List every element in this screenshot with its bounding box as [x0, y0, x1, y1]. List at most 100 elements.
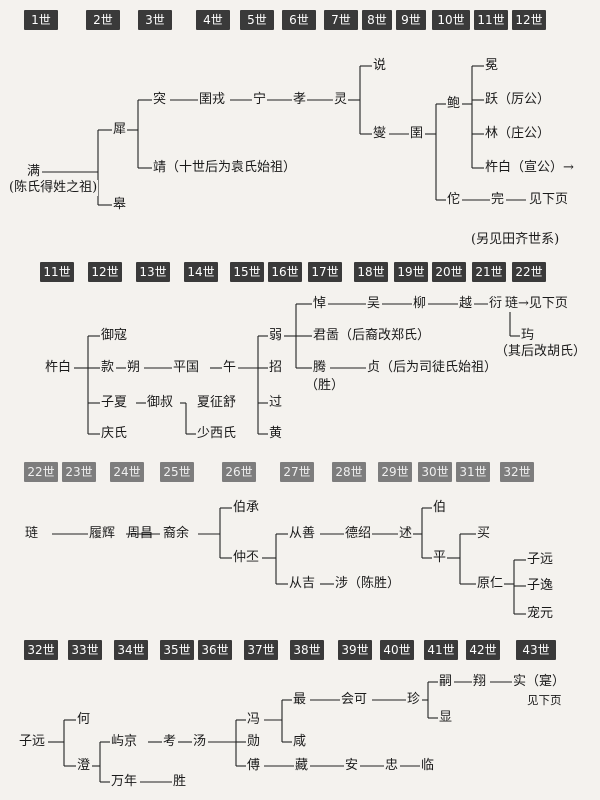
- person-zhongpi: 仲丕: [232, 550, 261, 566]
- person-hui: 琏: [24, 526, 40, 542]
- generation-label: 4世: [196, 10, 230, 30]
- generation-label: 9世: [396, 10, 426, 30]
- person-hui-see-next: 琏→见下页: [504, 296, 569, 312]
- generation-label: 17世: [308, 262, 342, 282]
- generation-label: 27世: [280, 462, 314, 482]
- person-kao: 考: [162, 734, 178, 750]
- generation-label: 22世: [24, 462, 58, 482]
- person-feng: 冯: [246, 712, 262, 728]
- person-xiang: 翔: [472, 674, 488, 690]
- person-qingshi: 庆氏: [100, 426, 129, 442]
- generation-label: 15世: [230, 262, 264, 282]
- person-wan: 完: [490, 192, 506, 208]
- person-lin: 林（庄公）: [484, 126, 552, 142]
- person-zhao: 招: [268, 360, 284, 376]
- person-chubai: 杵白: [44, 360, 73, 376]
- person-man: 满: [26, 164, 42, 180]
- person-xiazhengshu: 夏征舒: [196, 395, 238, 411]
- generation-label: 43世: [516, 640, 556, 660]
- person-ruo: 弱: [268, 328, 284, 344]
- person-zui: 最: [292, 692, 308, 708]
- person-xian: 咸: [292, 734, 308, 750]
- generation-label: 39世: [338, 640, 372, 660]
- see-next-page: 见下页: [528, 192, 570, 208]
- person-yurong: 圉戎: [198, 92, 227, 108]
- generation-label: 5世: [240, 10, 274, 30]
- person-fu: 傅: [246, 758, 262, 774]
- see-next-page: 见下页: [526, 692, 563, 708]
- generation-label: 42世: [466, 640, 500, 660]
- person-zhen: 珍: [406, 692, 422, 708]
- person-congji: 从吉: [288, 576, 317, 592]
- person-bao: 鲍: [446, 96, 462, 112]
- person-si: 嗣: [438, 674, 454, 690]
- generation-label: 41世: [424, 640, 458, 660]
- generation-label: 32世: [500, 462, 534, 482]
- generation-label: 31世: [456, 462, 490, 482]
- person-junbo: 君啚（后裔改郑氏）: [312, 328, 432, 344]
- person-huike: 会可: [340, 692, 369, 708]
- person-gao: 皋: [112, 197, 128, 213]
- generation-label: 29世: [378, 462, 412, 482]
- generation-label: 12世: [88, 262, 122, 282]
- generation-label: 8世: [362, 10, 392, 30]
- person-note: （其后改胡氏）: [494, 344, 588, 360]
- generation-label: 18世: [354, 262, 388, 282]
- person-yukou: 御寇: [100, 328, 129, 344]
- person-congshan: 从善: [288, 526, 317, 542]
- person-jing: 靖（十世后为袁氏始祖）: [152, 160, 298, 176]
- generation-label: 11世: [40, 262, 74, 282]
- generation-label: 1世: [24, 10, 58, 30]
- generation-label: 7世: [324, 10, 358, 30]
- person-zixia: 子夏: [100, 395, 129, 411]
- person-shuo: 朔: [126, 360, 142, 376]
- generation-label: 36世: [198, 640, 232, 660]
- person-xun: 勋: [246, 734, 262, 750]
- generation-label: 13世: [136, 262, 170, 282]
- generation-label: 21世: [472, 262, 506, 282]
- person-cheng: 澄: [76, 758, 92, 774]
- person-yue: 跃（厉公）: [484, 92, 552, 108]
- person-tang: 汤: [192, 734, 208, 750]
- generation-label: 23世: [62, 462, 96, 482]
- person-zhouchang: 周昌: [127, 526, 154, 541]
- person-kuan: 款: [100, 360, 116, 376]
- generation-label: 14世: [184, 262, 218, 282]
- person-note: （胜）: [304, 378, 346, 394]
- person-wu2: 吴: [366, 296, 382, 312]
- person-zhong: 忠: [384, 758, 400, 774]
- generation-label: 3世: [138, 10, 172, 30]
- person-guo: 过: [268, 395, 284, 411]
- generation-label: 37世: [244, 640, 278, 660]
- person-chubai: 杵白（宣公）→: [484, 160, 575, 176]
- generation-label: 33世: [68, 640, 102, 660]
- person-ziyuan: 子远: [18, 734, 47, 750]
- person-xian2: 显: [438, 710, 454, 726]
- generation-label: 16世: [268, 262, 302, 282]
- generation-label: 24世: [110, 462, 144, 482]
- generation-label: 19世: [394, 262, 428, 282]
- generation-label: 34世: [114, 640, 148, 660]
- generation-label: 26世: [222, 462, 256, 482]
- person-yujing: 屿京: [110, 734, 139, 750]
- person-zhuo: 悼: [312, 296, 328, 312]
- person-ping: 平: [432, 550, 448, 566]
- person-yan: 衍: [488, 296, 504, 312]
- person-deshao: 德绍: [344, 526, 373, 542]
- person-shaoxishi: 少西氏: [196, 426, 238, 442]
- person-she: 涉（陈胜）: [334, 576, 402, 592]
- generation-label: 30世: [418, 462, 452, 482]
- person-xie: 燮: [372, 126, 388, 142]
- person-shu: 述: [398, 526, 414, 542]
- generation-label: 40世: [380, 640, 414, 660]
- person-note: (陈氏得姓之祖): [8, 180, 99, 196]
- person-yue: 越: [458, 296, 474, 312]
- generation-label: 20世: [432, 262, 466, 282]
- person-bo: 伯: [432, 500, 448, 516]
- generation-label: 10世: [432, 10, 470, 30]
- person-chongyuan: 宠元: [526, 606, 555, 622]
- person-jun: 玙: [520, 328, 536, 344]
- person-he: 何: [76, 712, 92, 728]
- person-lin: 临: [420, 758, 436, 774]
